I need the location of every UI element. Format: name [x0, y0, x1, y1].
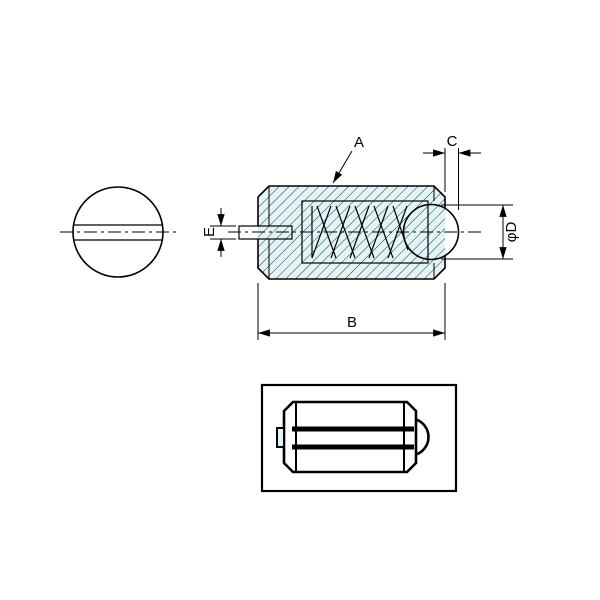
thumbnail-body	[282, 400, 418, 474]
thumbnail-view	[260, 383, 458, 493]
dim-a-leader	[332, 150, 353, 184]
dim-c-label: C	[447, 133, 458, 150]
thumbnail-slot-tab	[276, 427, 285, 448]
thumbnail-ball	[415, 418, 430, 456]
dim-a-label: A	[354, 134, 364, 151]
end-view	[60, 186, 176, 278]
section-view	[228, 185, 482, 280]
body-outline	[257, 185, 446, 280]
dimensions: A C φD B E	[201, 133, 520, 340]
dim-b-label: B	[347, 314, 357, 331]
dim-e-label: E	[201, 227, 218, 237]
dim-d-label: φD	[503, 222, 520, 243]
thread-relief-lines	[268, 186, 435, 279]
end-view-body-circle	[72, 186, 164, 278]
